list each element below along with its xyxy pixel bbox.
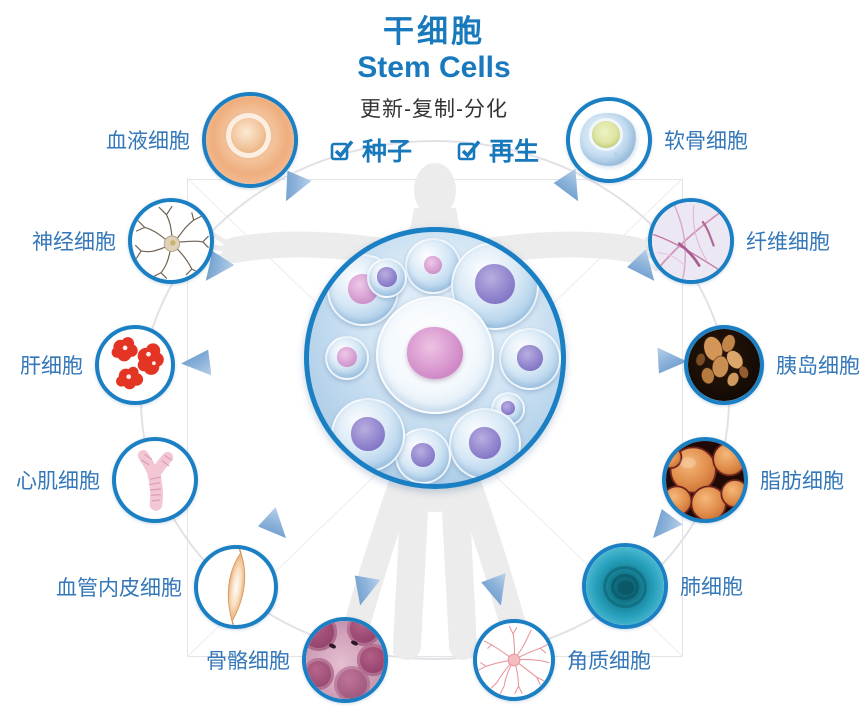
feature-label: 再生 [489,138,540,166]
cell-label-fiber: 纤维细胞 [746,231,830,254]
cell-label-bone: 骨骼细胞 [206,650,290,673]
blood-cell-image [202,92,298,188]
cell-node-fat: 脂肪细胞 [662,437,844,523]
cell-node-keratinocyte: 角质细胞 [473,619,651,701]
cell-label-endothelial: 血管内皮细胞 [56,577,182,600]
checkbox-checked-icon [330,140,354,161]
header: 干细胞 Stem Cells 更新-复制-分化 种子 再生 [0,0,868,168]
cell-node-cartilage: 软骨细胞 [566,97,748,183]
cell-node-cardiac: 心肌细胞 [16,437,198,523]
nerve-cell-image [128,198,214,284]
cell-node-blood: 血液细胞 [106,92,298,188]
checkbox-checked-icon [457,140,481,161]
fiber-cell-image [648,198,734,284]
liver-cell-image [95,325,175,405]
page-title-zh: 干细胞 [383,14,485,49]
fat-cell-image [662,437,748,523]
keratinocyte-cell-image [473,619,555,701]
cell-node-nerve: 神经细胞 [32,198,214,284]
cell-label-lung: 肺细胞 [680,576,743,599]
cartilage-cell-image [566,97,652,183]
cell-node-lung: 肺细胞 [582,543,743,629]
feature-list: 种子 再生 [0,132,868,168]
cell-label-keratinocyte: 角质细胞 [567,650,651,673]
feature-label: 种子 [361,138,412,166]
cell-label-cartilage: 软骨细胞 [664,130,748,153]
page-title-en: Stem Cells [357,51,511,84]
lung-cell-image [582,543,668,629]
cell-node-islet: 胰岛细胞 [684,325,860,405]
feature-seed: 种子 [329,132,412,168]
cell-label-liver: 肝细胞 [20,355,83,378]
page-subtitle: 更新-复制-分化 [360,98,508,121]
cell-label-blood: 血液细胞 [106,130,190,153]
cell-label-fat: 脂肪细胞 [760,470,844,493]
endothelial-cell-image [194,545,278,629]
stem-cell-image [304,227,566,489]
cell-node-endothelial: 血管内皮细胞 [56,545,278,629]
cell-label-cardiac: 心肌细胞 [16,470,100,493]
cell-label-nerve: 神经细胞 [32,231,116,254]
feature-regeneration: 再生 [456,132,539,168]
cell-node-liver: 肝细胞 [20,325,175,405]
islet-cell-image [684,325,764,405]
cell-label-islet: 胰岛细胞 [776,355,860,378]
cell-node-fiber: 纤维细胞 [648,198,830,284]
cardiac-cell-image [112,437,198,523]
cell-node-bone: 骨骼细胞 [206,617,388,703]
bone-cell-image [302,617,388,703]
